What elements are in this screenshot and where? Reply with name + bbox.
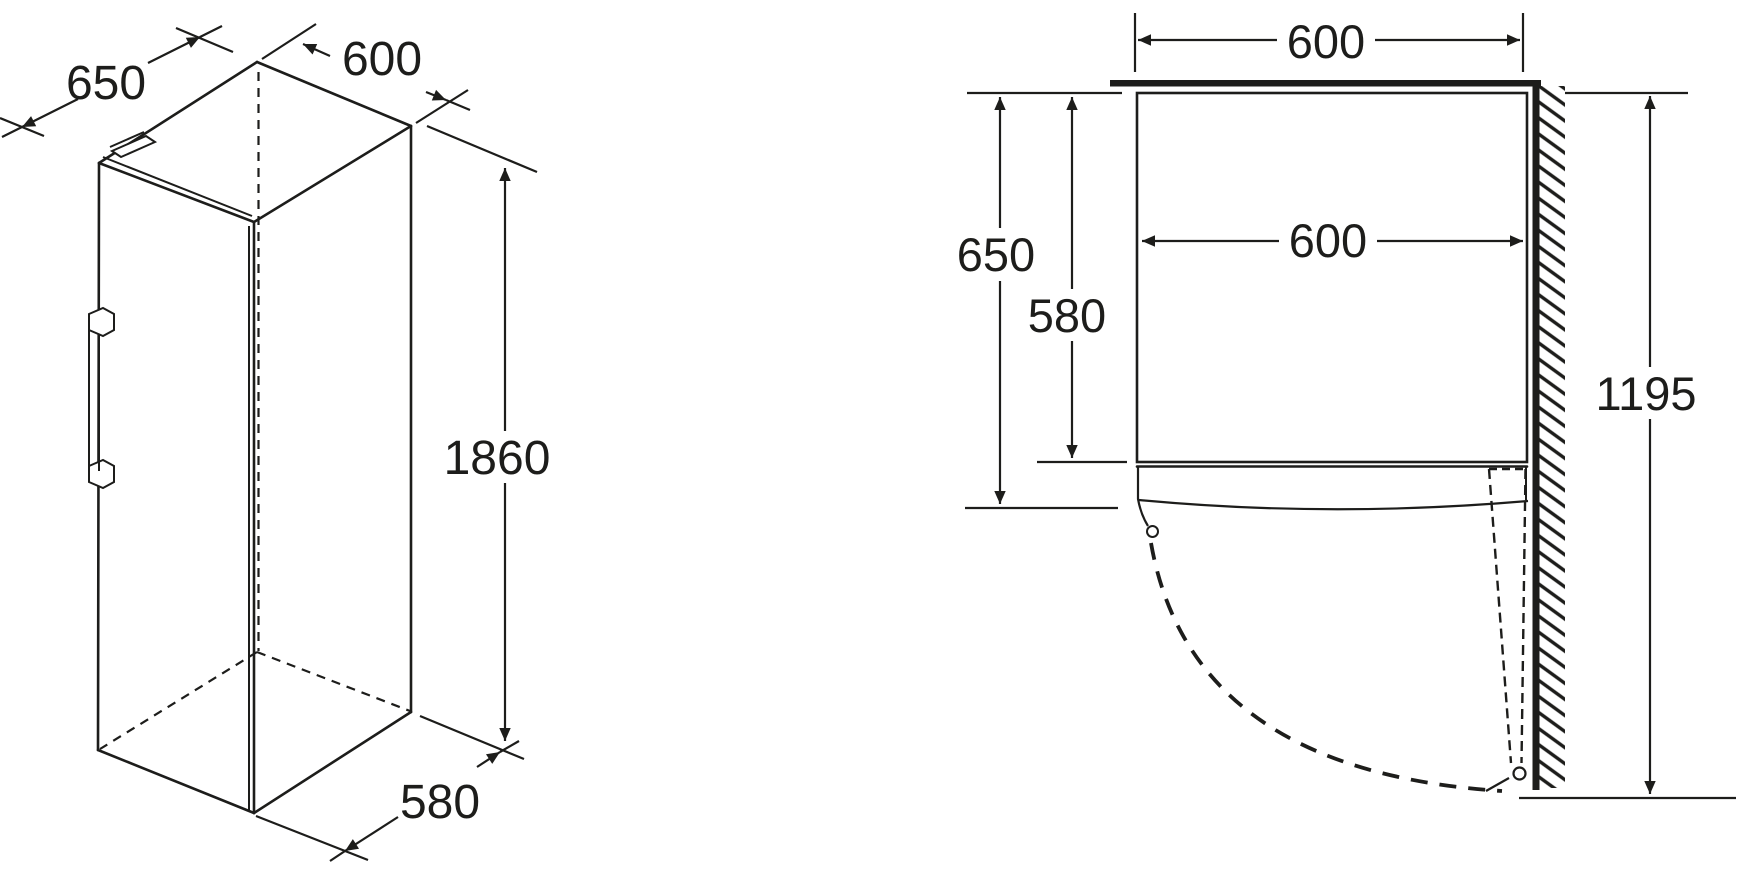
dim-height-1860: 1860 <box>419 124 551 761</box>
door-hinge-pivot-left <box>1146 525 1159 538</box>
dim-label-580: 580 <box>400 776 480 829</box>
top-plan-view: 600 600 650 580 1195 <box>957 13 1736 800</box>
cabinet-outline <box>1135 91 1529 468</box>
door-handle <box>88 306 115 490</box>
door-swing-arc <box>1149 542 1503 793</box>
door-hinge-plate <box>109 131 158 159</box>
fridge-body <box>96 60 413 815</box>
door-open-dashed <box>1485 467 1527 792</box>
dim-label-600-width: 600 <box>342 33 422 86</box>
dim-label-inner-600: 600 <box>1289 214 1367 267</box>
dim-label-top-600: 600 <box>1287 15 1365 68</box>
dim-right-650: 650 <box>957 91 1122 510</box>
dim-top-600: 600 <box>1133 13 1525 72</box>
dim-label-right-580: 580 <box>1028 289 1106 342</box>
dim-right-580: 580 <box>1028 97 1127 464</box>
dim-inner-600: 600 <box>1142 214 1523 267</box>
dim-depth-650: 650 <box>0 25 234 138</box>
dim-bottom-580: 580 <box>255 740 520 862</box>
dim-width-600: 600 <box>261 23 471 124</box>
wall-hatching <box>1539 86 1565 788</box>
wall <box>1110 80 1565 790</box>
dim-label-1195: 1195 <box>1595 367 1696 420</box>
dim-1195: 1195 <box>1519 91 1736 800</box>
door-hinge-pivot-wall <box>1512 766 1527 781</box>
door-closed <box>1136 467 1529 538</box>
dim-label-right-650: 650 <box>957 228 1035 281</box>
hidden-edges <box>99 72 411 750</box>
dim-label-1860: 1860 <box>444 432 551 485</box>
isometric-view: 650 600 1860 580 <box>0 23 551 862</box>
door-top-edge <box>102 156 253 217</box>
dim-label-650: 650 <box>66 57 146 110</box>
